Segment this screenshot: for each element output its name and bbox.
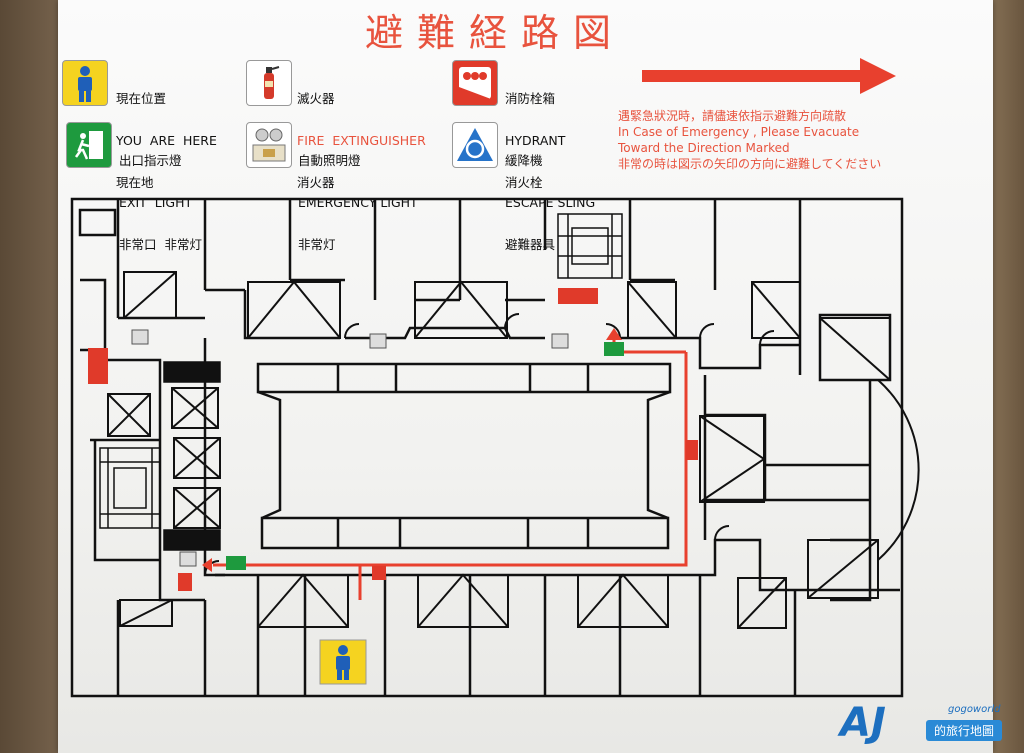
emergency-notice: 遇緊急狀況時，請儘速依指示避難方向疏散 In Case of Emergency… [618, 108, 881, 172]
emergency-light-marker-icon [131, 329, 149, 345]
notice-ja: 非常の時は図示の矢印の方向に避難してください [618, 157, 882, 171]
hydrant-marker-icon [88, 348, 108, 384]
watermark-site: gogoworld [948, 704, 1001, 715]
notice-en-line2: Toward the Direction Marked [618, 141, 790, 155]
emergency-light-icon [252, 128, 286, 162]
exit-light-zh: 出口指示燈 [119, 153, 182, 168]
floor-plan-walls [70, 197, 904, 698]
emergency-light-legend-icon [246, 122, 292, 168]
stairwells [99, 213, 623, 551]
hydrant-icon [459, 67, 491, 99]
route-arrowhead-up-icon [606, 328, 622, 340]
fire-extinguisher-zh: 滅火器 [297, 91, 335, 106]
hydrant-en: HYDRANT [505, 133, 566, 148]
emergency-light-zh: 自動照明燈 [298, 153, 361, 168]
emergency-light-ja: 非常灯 [298, 237, 336, 252]
you-are-here-ja: 現在地 [116, 175, 154, 190]
exit-sign-marker-icon [226, 556, 246, 570]
you-are-here-en: YOU ARE HERE [116, 133, 217, 148]
route-arrowhead-left-icon [202, 558, 212, 572]
fire-extinguisher-marker-icon [686, 440, 698, 460]
emergency-light-marker-icon [551, 333, 569, 349]
hydrant-legend-icon [452, 60, 498, 106]
person-icon [78, 66, 92, 102]
notice-zh: 遇緊急狀況時，請儘速依指示避難方向疏散 [618, 109, 847, 123]
shaft-markers [107, 271, 891, 629]
you-are-here-legend-label: 現在位置 YOU ARE HERE 現在地 [116, 64, 217, 204]
fire-extinguisher-en: FIRE EXTINGUISHER [297, 133, 426, 148]
escape-sling-icon [457, 128, 493, 161]
exit-sign-icon [72, 128, 106, 162]
emergency-light-marker-icon [179, 551, 197, 567]
you-are-here-marker [319, 639, 367, 685]
fire-extinguisher-icon [264, 66, 280, 99]
map-title: 避難経路図 [364, 11, 625, 55]
hydrant-zh: 消防栓箱 [505, 91, 556, 106]
emergency-light-marker-icon [369, 333, 387, 349]
fire-extinguisher-marker-icon [372, 566, 386, 580]
escape-sling-zh: 緩降機 [505, 153, 543, 168]
evacuation-route [213, 336, 688, 600]
escape-sling-ja: 避難器具 [505, 237, 556, 252]
fire-extinguisher-legend-icon [246, 60, 292, 106]
hydrant-ja: 消火栓 [505, 175, 543, 190]
exit-light-ja: 非常口 非常灯 [119, 237, 202, 252]
notice-en-line1: In Case of Emergency , Please Evacuate [618, 125, 860, 139]
hydrant-marker-icon [558, 288, 598, 304]
watermark-brand: AJ [840, 700, 886, 746]
evacuation-direction-arrow-icon [642, 58, 896, 94]
exit-light-legend-icon [66, 122, 112, 168]
exit-sign-marker-icon [604, 342, 624, 356]
escape-sling-legend-icon [452, 122, 498, 168]
watermark-caption: 的旅行地圖 [926, 720, 1003, 741]
door-swings [204, 313, 920, 576]
equipment-markers [88, 288, 698, 591]
fire-extinguisher-legend-label: 滅火器 FIRE EXTINGUISHER 消火器 [297, 64, 426, 204]
you-are-here-legend-icon [62, 60, 108, 106]
fire-extinguisher-ja: 消火器 [297, 175, 335, 190]
fire-extinguisher-marker-icon [178, 573, 192, 591]
hydrant-legend-label: 消防栓箱 HYDRANT 消火栓 [505, 64, 565, 204]
watermark-logo: AJ gogoworld 的旅行地圖 [840, 700, 1010, 750]
you-are-here-zh: 現在位置 [116, 91, 167, 106]
